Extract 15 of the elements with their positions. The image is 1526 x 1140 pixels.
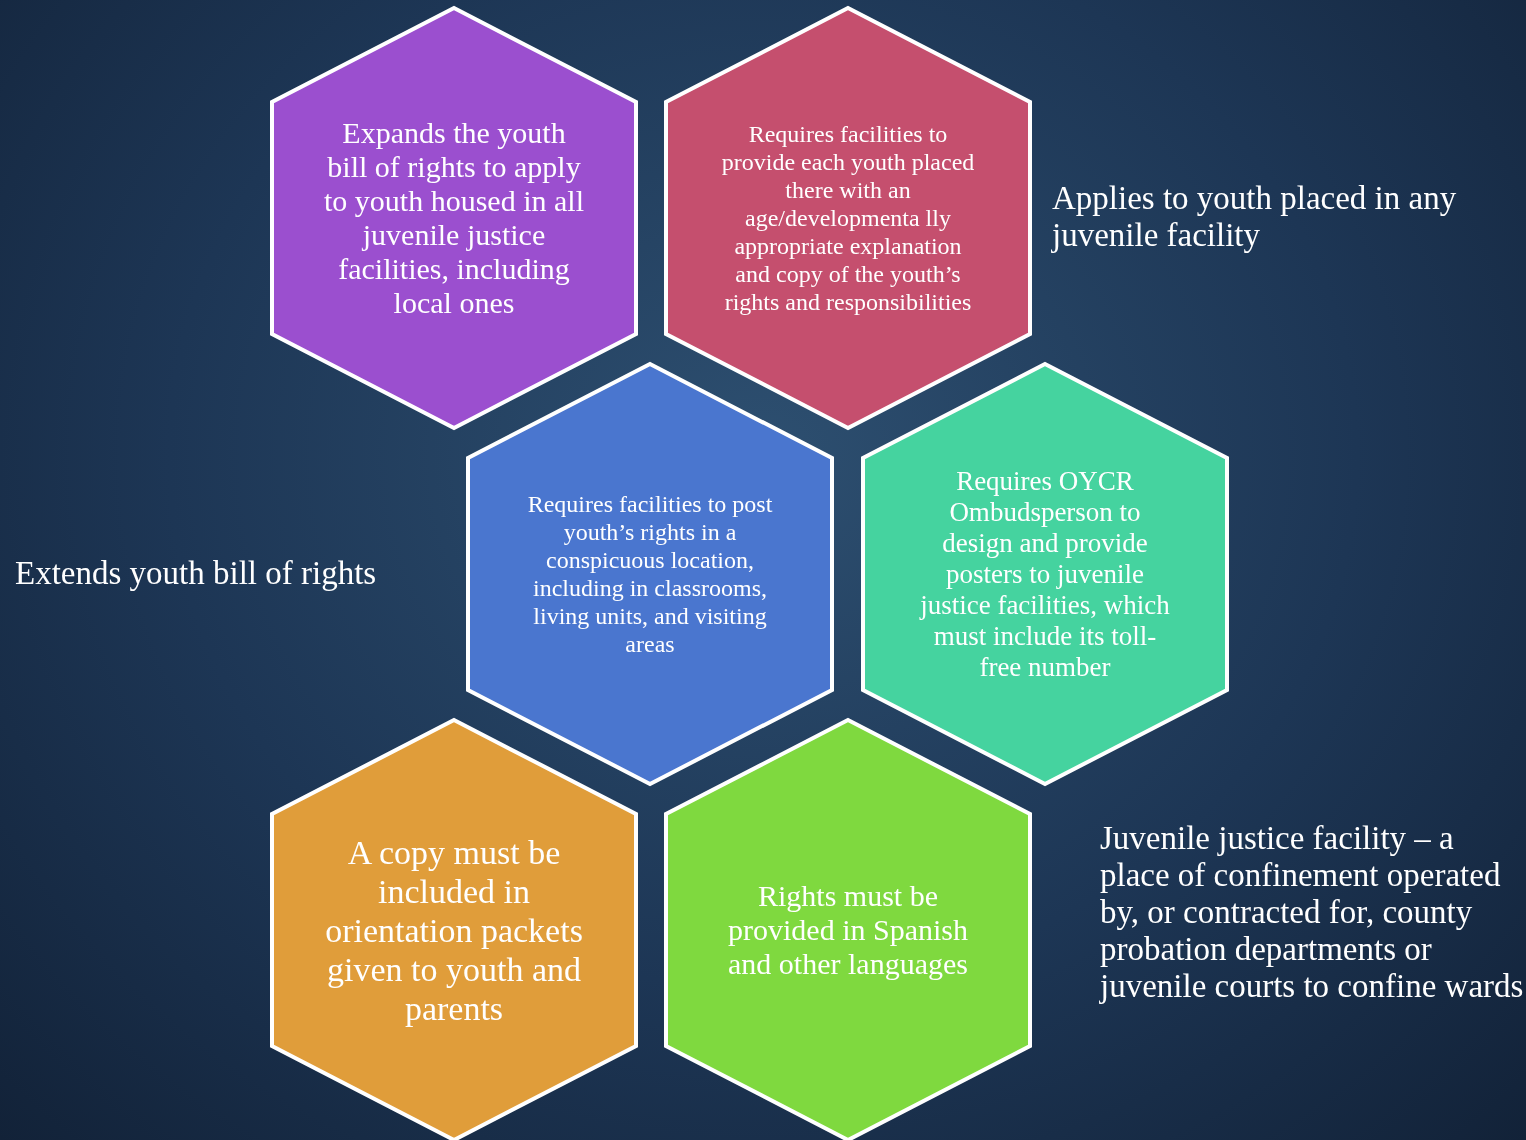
tile-text: A copy must be included in orientation packets given to youth and parents	[324, 832, 584, 1028]
side-note: Applies to youth placed in any juvenile facility	[1052, 180, 1458, 254]
tile-text: Requires facilities to post youth’s rights in a conspicuous location, including in classrooms, living units, and visiting areas	[526, 490, 774, 658]
tile-text: Rights must be provided in Spanish and other languages	[727, 879, 969, 981]
hexagon-tile	[464, 360, 836, 788]
hexagon-tile	[662, 716, 1034, 1140]
hexagon-tile	[859, 360, 1231, 788]
tile-text: Requires facilities to provide each youth placed there with an age/developmenta lly appropriate explanation and copy of the youth’s rights and responsibilities	[720, 120, 976, 316]
hexagon-tile	[662, 4, 1034, 432]
side-note: Extends youth bill of rights	[15, 555, 378, 592]
hexagon-tile	[268, 716, 640, 1140]
hexagon-tile	[268, 4, 640, 432]
tile-text: Expands the youth bill of rights to apply to youth housed in all juvenile justice facilities, including local ones	[324, 116, 584, 320]
tile-text: Requires OYCR Ombudsperson to design and provide posters to juvenile justice facilities, which must include its toll-free number	[918, 465, 1171, 683]
side-note: Juvenile justice facility – a place of confinement operated by, or contracted for, county probation departments or juvenile courts to confine wards	[1100, 820, 1525, 1005]
